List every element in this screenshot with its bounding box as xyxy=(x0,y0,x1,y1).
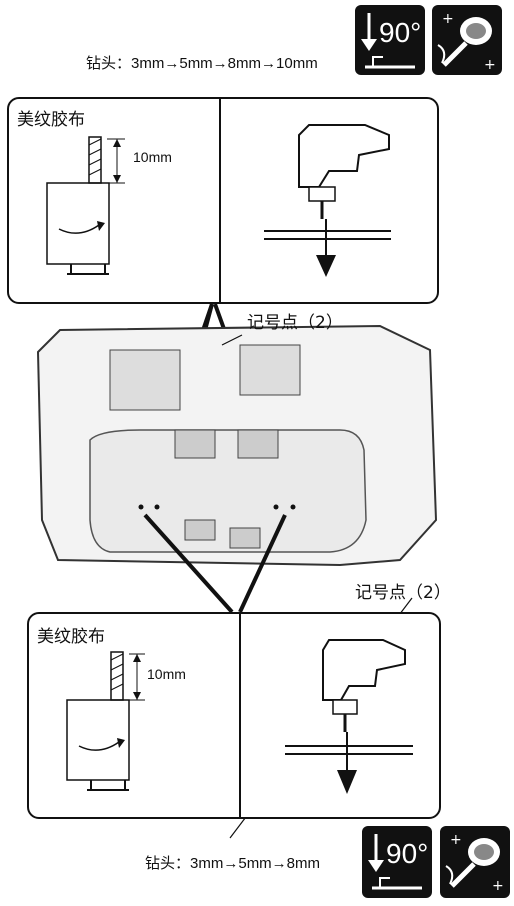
svg-text:+: + xyxy=(484,57,496,73)
bottom-panel-drawing xyxy=(66,639,413,794)
top-tape-label: 美纹胶布 xyxy=(17,110,85,130)
bottom-depth-label: 10mm xyxy=(147,666,186,682)
svg-text:+: + xyxy=(442,11,454,27)
top-panel-drawing xyxy=(46,124,391,277)
top-detail-panel: 美纹胶布 10mm xyxy=(7,97,439,304)
top-drill-label: 钻头： xyxy=(86,55,132,72)
bottom-drill-spec: 钻头：3mm→5mm→8mm xyxy=(145,852,320,873)
bottom-drill-label: 钻头： xyxy=(145,855,191,872)
deburr-grinding-icon: + + xyxy=(432,5,502,75)
bottom-mark-label: 记号点（2） xyxy=(355,583,451,603)
deburr-grinding-icon: + + xyxy=(440,826,510,898)
drill-90-degree-icon: 90° xyxy=(355,5,425,75)
top-depth-label: 10mm xyxy=(133,149,172,165)
bottom-angle-text: 90° xyxy=(386,838,429,869)
bottom-detail-panel: 美纹胶布 10mm xyxy=(27,612,441,819)
top-drill-spec: 钻头：3mm→5mm→8mm→10mm xyxy=(86,52,318,73)
top-panel-divider xyxy=(219,99,221,302)
bottom-drill-sizes: 3mm→5mm→8mm xyxy=(190,855,321,872)
top-drill-sizes: 3mm→5mm→8mm→10mm xyxy=(131,55,318,72)
bottom-panel-divider xyxy=(239,614,241,817)
bottom-tape-label: 美纹胶布 xyxy=(37,627,105,647)
top-mark-label: 记号点（2） xyxy=(247,313,343,333)
svg-text:+: + xyxy=(492,878,504,894)
svg-text:+: + xyxy=(450,832,462,848)
drill-90-degree-icon: 90° xyxy=(362,826,432,898)
top-angle-text: 90° xyxy=(379,17,422,48)
